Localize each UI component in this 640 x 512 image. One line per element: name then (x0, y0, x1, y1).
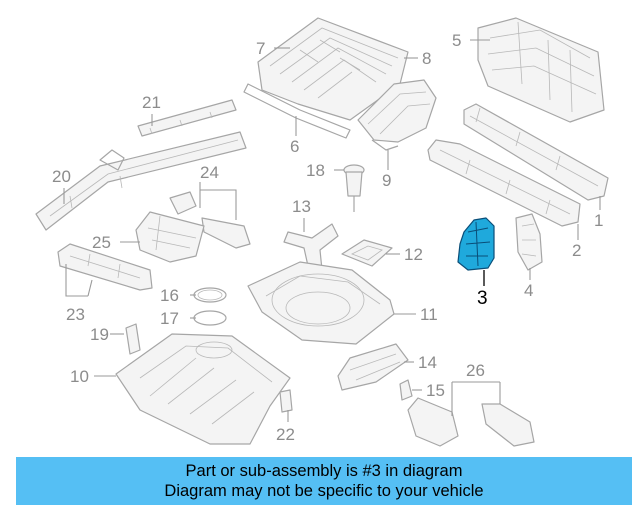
part-24-bracket[interactable] (169, 191, 251, 249)
part-26-covers[interactable] (407, 397, 535, 447)
callout-3[interactable]: 3 (477, 288, 488, 309)
callout-8[interactable]: 8 (422, 49, 431, 68)
part-21-rail[interactable] (137, 99, 237, 137)
part-1-crossmember[interactable] (463, 103, 609, 201)
callout-14[interactable]: 14 (418, 353, 437, 372)
callout-17[interactable]: 17 (160, 309, 179, 328)
callout-16[interactable]: 16 (160, 286, 179, 305)
callout-7[interactable]: 7 (256, 39, 265, 58)
callout-1[interactable]: 1 (594, 211, 603, 230)
callout-24[interactable]: 24 (200, 163, 219, 182)
part-16-ring[interactable] (193, 287, 227, 303)
callout-21[interactable]: 21 (142, 93, 161, 112)
part-17-ring[interactable] (193, 310, 227, 326)
banner-line-disclaimer: Diagram may not be specific to your vehi… (164, 482, 484, 500)
part-23-rail[interactable] (57, 243, 153, 291)
callout-19[interactable]: 19 (90, 325, 109, 344)
callout-26[interactable]: 26 (466, 361, 485, 380)
part-14-cover[interactable] (337, 343, 409, 391)
info-banner: Part or sub-assembly is #3 in diagram Di… (16, 457, 632, 505)
callout-10[interactable]: 10 (70, 367, 89, 386)
part-11-wheel-well[interactable] (247, 261, 395, 345)
leader-lines (63, 39, 601, 422)
part-9-bracket[interactable] (357, 79, 437, 151)
parts-diagram: 5 7 8 6 9 1 2 4 3 21 20 18 24 25 13 12 2… (35, 17, 609, 447)
callout-23[interactable]: 23 (66, 305, 85, 324)
callout-22[interactable]: 22 (276, 425, 295, 444)
part-10-floor-pan[interactable] (115, 333, 291, 445)
callout-25[interactable]: 25 (92, 233, 111, 252)
part-3-highlighted[interactable] (457, 217, 495, 271)
callout-6[interactable]: 6 (290, 137, 299, 156)
part-19-clip[interactable] (125, 323, 141, 355)
part-18-bolt[interactable] (343, 164, 365, 212)
callout-13[interactable]: 13 (292, 197, 311, 216)
part-5-rear-panel[interactable] (477, 17, 605, 123)
callout-11[interactable]: 11 (420, 305, 438, 324)
part-7-rear-shelf[interactable] (243, 17, 409, 139)
callout-12[interactable]: 12 (404, 245, 423, 264)
part-15-clip[interactable] (399, 379, 413, 401)
callout-9[interactable]: 9 (382, 171, 391, 190)
part-12-plate[interactable] (341, 239, 393, 267)
part-22-clip[interactable] (279, 389, 293, 413)
callout-4[interactable]: 4 (524, 281, 533, 300)
part-2-crossmember[interactable] (427, 139, 581, 227)
callout-2[interactable]: 2 (572, 241, 581, 260)
callout-20[interactable]: 20 (52, 167, 71, 186)
part-4-bracket[interactable] (515, 213, 543, 271)
callout-numbers: 5 7 8 6 9 1 2 4 3 21 20 18 24 25 13 12 2… (52, 31, 603, 444)
callout-18[interactable]: 18 (306, 161, 325, 180)
part-20-rail[interactable] (35, 131, 247, 231)
banner-line-part-info: Part or sub-assembly is #3 in diagram (185, 462, 463, 480)
part-13-bracket[interactable] (283, 223, 339, 271)
callout-5[interactable]: 5 (452, 31, 461, 50)
part-25-bracket[interactable] (135, 211, 205, 263)
callout-15[interactable]: 15 (426, 381, 445, 400)
